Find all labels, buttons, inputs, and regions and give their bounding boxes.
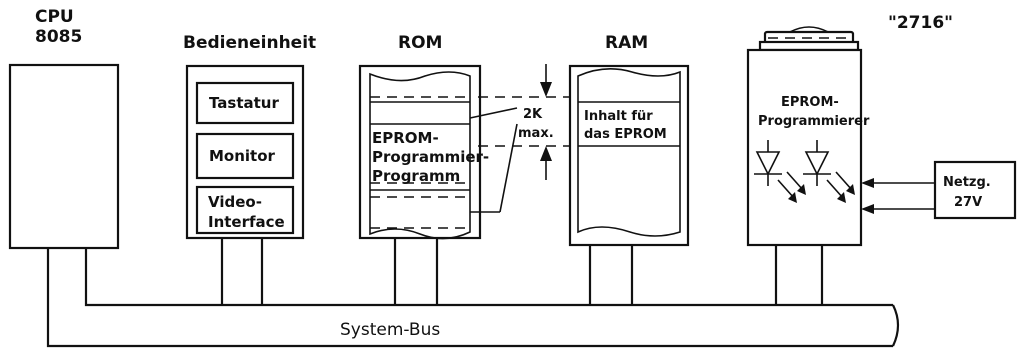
ram-box	[568, 64, 690, 247]
bedieneinheit-block: Bedieneinheit Tastatur Monitor Video- In…	[183, 33, 316, 240]
ram-memory-sheet	[577, 68, 681, 237]
rom-block: ROM EPROM- Programmier- Programm	[358, 33, 489, 240]
monitor-box	[195, 132, 295, 180]
ram-content-line-1: Inhalt für	[584, 109, 653, 124]
rom-program-line-3: Programm	[372, 167, 460, 185]
programmer-box	[746, 48, 863, 247]
cpu-block: CPU 8085	[8, 7, 120, 250]
rom-memory-sheet	[369, 71, 471, 240]
arrow-down-icon	[540, 82, 552, 97]
led-icon	[754, 140, 806, 203]
ram-content-line-2: das EPROM	[584, 127, 667, 142]
bedieneinheit-title: Bedieneinheit	[183, 33, 316, 53]
cpu-box	[8, 63, 120, 250]
led-icon	[803, 140, 855, 203]
power-supply-box	[933, 160, 1017, 220]
bus-connections	[220, 238, 824, 305]
tastatur-box	[195, 81, 295, 125]
tastatur-label: Tastatur	[209, 94, 279, 112]
power-supply-block: Netzg. 27V	[861, 160, 1017, 220]
rom-title: ROM	[398, 33, 442, 53]
chip-label: "2716"	[888, 13, 953, 33]
ram-title: RAM	[605, 33, 648, 53]
video-label: Video-	[208, 193, 262, 211]
ram-block: RAM Inhalt für das EPROM	[568, 33, 690, 247]
rom-box	[358, 64, 482, 240]
arrow-left-icon	[861, 178, 874, 188]
rom-program-line-2: Programmier-	[372, 148, 489, 166]
cpu-model: 8085	[35, 27, 82, 47]
size-2k-label: 2K	[523, 107, 543, 122]
programmer-title-1: EPROM-	[781, 95, 839, 110]
eprom-chip-icon	[758, 26, 860, 52]
arrow-up-icon	[540, 146, 552, 161]
eprom-programmer-block: "2716" EPROM- Programmierer	[746, 13, 953, 247]
video-interface-box	[195, 185, 295, 235]
interface-label: Interface	[208, 213, 285, 231]
size-max-label: max.	[518, 126, 554, 141]
monitor-label: Monitor	[209, 147, 276, 165]
power-label-1: Netzg.	[943, 175, 991, 190]
power-label-2: 27V	[954, 195, 982, 210]
system-bus-label: System-Bus	[340, 320, 440, 340]
arrow-left-icon	[861, 204, 874, 214]
size-annotation: 2K max.	[469, 64, 570, 213]
cpu-title: CPU	[35, 7, 74, 27]
rom-program-line-1: EPROM-	[372, 129, 439, 147]
system-bus: System-Bus	[46, 248, 900, 348]
programmer-title-2: Programmierer	[758, 114, 870, 129]
